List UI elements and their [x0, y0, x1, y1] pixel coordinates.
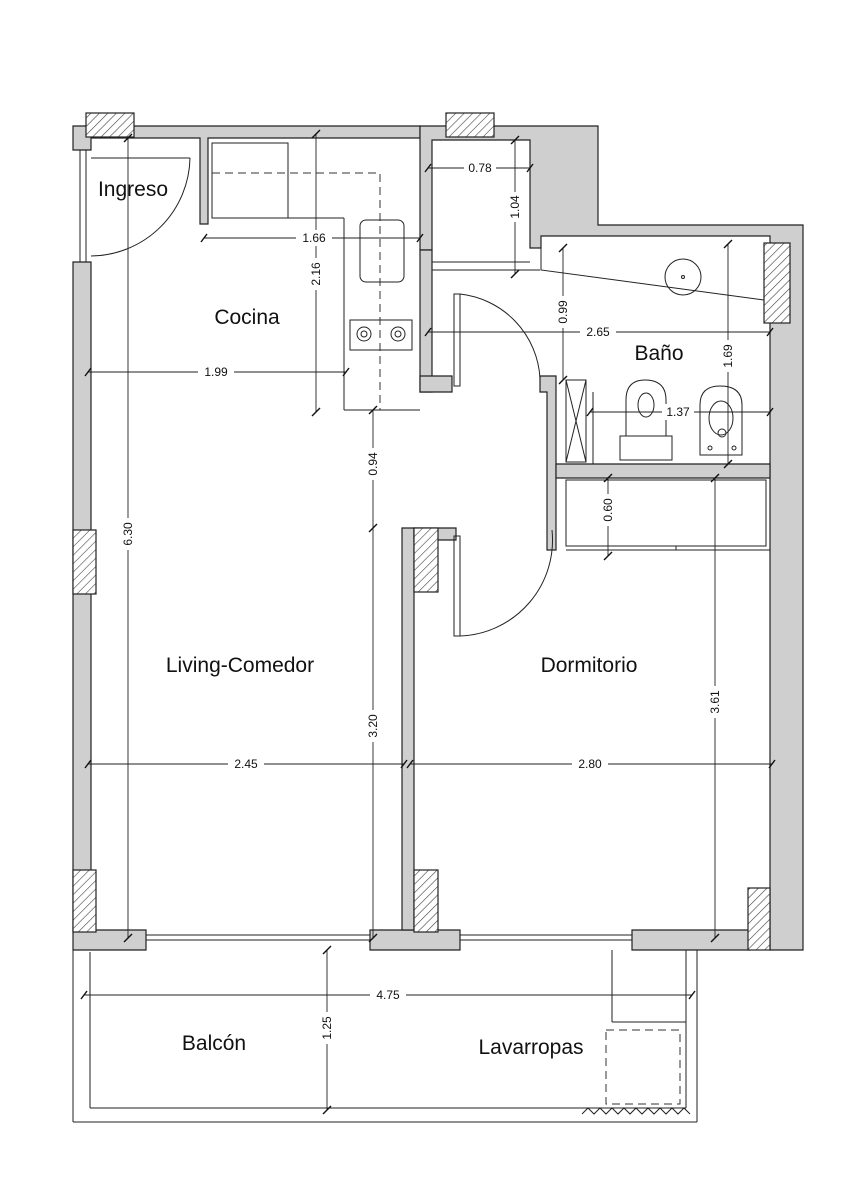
entry-door — [79, 150, 191, 262]
column-left-mid — [72, 529, 97, 595]
closet-upper — [432, 261, 540, 271]
wall-partition — [401, 527, 415, 931]
wall-kitchen-east — [419, 249, 433, 393]
room-labels: Ingreso Cocina Baño Living-Comedor Dormi… — [98, 178, 684, 1059]
balcony-windows — [146, 934, 632, 941]
room-label-balcon: Balcón — [182, 1032, 246, 1055]
bedroom-closet — [565, 479, 770, 551]
wall-bath-south — [555, 463, 771, 479]
column-right-bottom — [747, 887, 771, 951]
dim-1-99: 1.99 — [204, 365, 228, 379]
bedroom-door — [453, 529, 554, 637]
kitchen-sink — [359, 219, 405, 283]
wardrobe — [565, 479, 767, 547]
kitchen-fixtures — [211, 142, 420, 411]
dim-2-80: 2.80 — [578, 757, 602, 771]
wall-bottom-left — [72, 929, 147, 951]
dim-1-66: 1.66 — [302, 231, 326, 245]
wall-bottom-middle — [369, 929, 461, 951]
washing-machine — [605, 1029, 681, 1105]
room-label-bano: Baño — [634, 342, 683, 365]
wall-left — [72, 261, 92, 931]
burner-icon — [390, 326, 406, 342]
room-label-dormitorio: Dormitorio — [541, 654, 638, 677]
column-top-left — [85, 112, 135, 138]
dim-3-61: 3.61 — [708, 690, 722, 714]
fridge — [211, 142, 289, 219]
wall-bottom-right — [631, 929, 751, 951]
column-bath — [763, 242, 791, 324]
bidet — [699, 385, 743, 456]
room-label-cocina: Cocina — [214, 306, 280, 329]
shower-drain — [664, 258, 702, 296]
dim-1-69: 1.69 — [721, 344, 735, 368]
stove — [349, 319, 413, 351]
dim-1-25: 1.25 — [320, 1016, 334, 1040]
walls — [72, 125, 804, 951]
shower-panel — [565, 379, 587, 463]
balcony — [72, 950, 698, 1123]
column-partition-bottom — [413, 869, 439, 933]
dim-2-45: 2.45 — [234, 757, 258, 771]
wall-hall-east — [539, 375, 557, 551]
dim-2-16: 2.16 — [309, 262, 323, 286]
dim-4-75: 4.75 — [376, 988, 400, 1002]
column-left-bottom — [72, 869, 97, 933]
dim-0-78: 0.78 — [468, 161, 492, 175]
dim-6-30: 6.30 — [121, 522, 135, 546]
wall-hall-stub — [419, 375, 453, 393]
room-label-ingreso: Ingreso — [98, 178, 168, 201]
room-label-lavarropas: Lavarropas — [478, 1036, 583, 1059]
burner-icon — [356, 326, 372, 342]
wall-top-right — [419, 125, 804, 951]
bathroom-fixtures — [540, 248, 765, 464]
dimension-labels: 0.78 1.04 1.66 2.16 0.99 2.65 1.69 1.99 … — [120, 160, 736, 1044]
dim-0-99: 0.99 — [556, 300, 570, 324]
dim-0-94: 0.94 — [366, 452, 380, 476]
dim-3-20: 3.20 — [366, 714, 380, 738]
dim-1-37: 1.37 — [666, 405, 690, 419]
hall-door — [453, 293, 541, 387]
dim-0-60: 0.60 — [601, 498, 615, 522]
toilet-tank — [619, 435, 673, 461]
columns — [72, 112, 791, 951]
dim-1-04: 1.04 — [508, 195, 522, 219]
dim-2-65: 2.65 — [586, 325, 610, 339]
room-label-living: Living-Comedor — [166, 654, 314, 677]
toilet-bowl — [625, 379, 667, 437]
column-top-right — [445, 112, 495, 138]
column-partition-top — [413, 527, 439, 593]
